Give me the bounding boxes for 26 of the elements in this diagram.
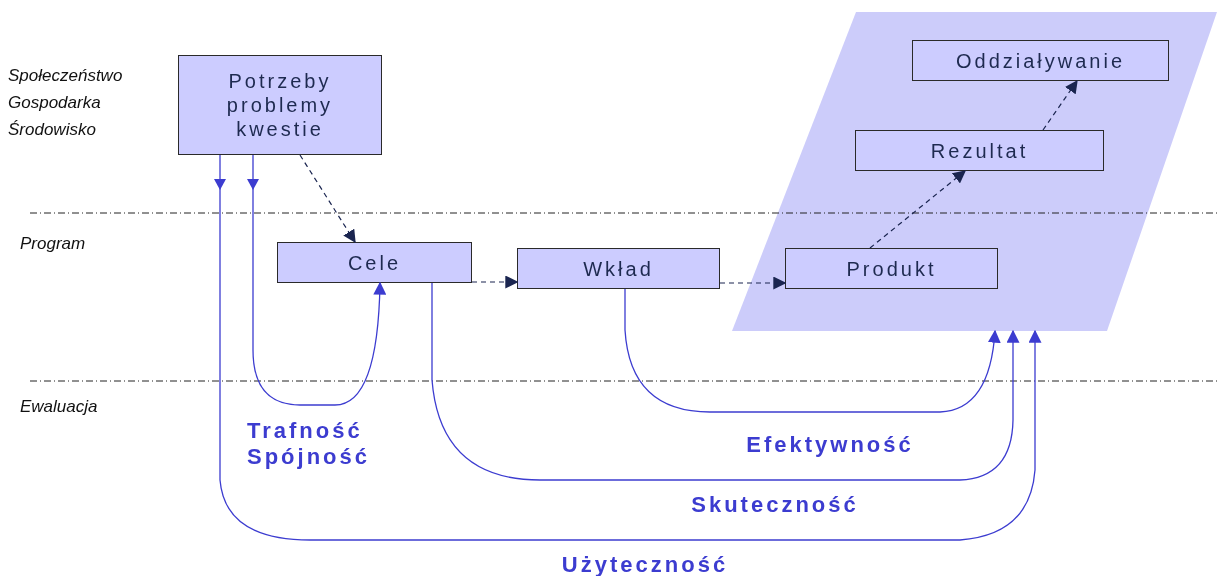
box-label: Oddziaływanie (954, 48, 1127, 73)
process-box (785, 248, 998, 289)
dashed-arrow (869, 170, 966, 249)
curved-arrow (214, 154, 1042, 541)
process-box (277, 242, 472, 283)
box-label: Produkt (845, 256, 938, 281)
curved-arrow (247, 154, 387, 406)
level-label: Ewaluacja (20, 398, 98, 415)
level-label: Gospodarka (8, 94, 101, 111)
process-box (912, 40, 1169, 81)
dashed-arrow (471, 275, 519, 289)
box-label: Potrzeby problemy kwestie (225, 69, 335, 141)
dashed-arrow (719, 276, 787, 290)
box-label: Wkład (582, 256, 655, 281)
process-box (855, 130, 1104, 171)
dashed-arrow (299, 154, 356, 244)
level-label: Społeczeństwo (8, 67, 123, 84)
process-box (178, 55, 382, 155)
curved-arrow (431, 282, 1020, 481)
level-label: Środowisko (8, 121, 96, 138)
box-label: Cele (346, 250, 403, 275)
dashed-arrow (1042, 79, 1078, 131)
process-box (517, 248, 720, 289)
box-label: Rezultat (929, 138, 1030, 163)
level-label: Program (20, 235, 86, 252)
curved-arrow (624, 288, 1001, 413)
